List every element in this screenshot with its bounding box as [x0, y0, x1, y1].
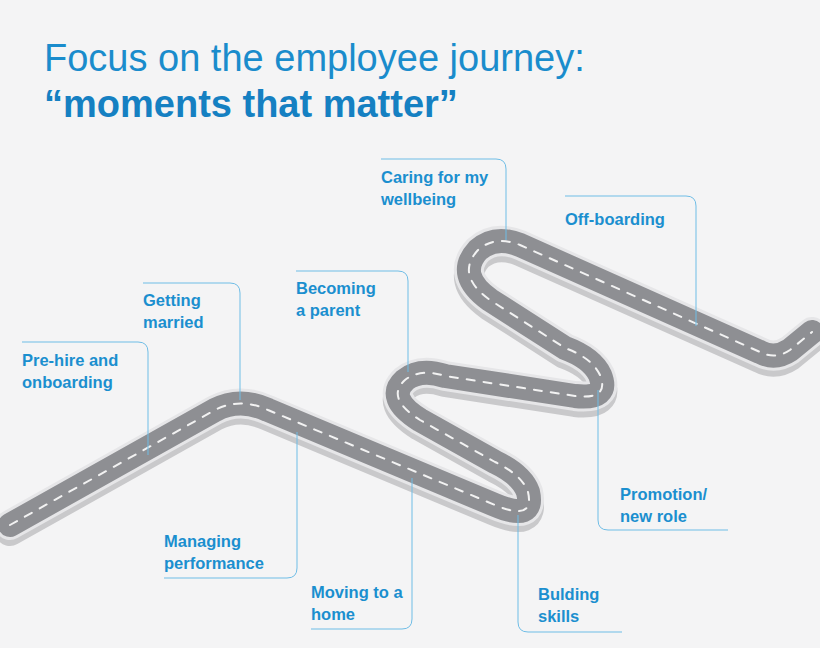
callout-label: Getting married — [143, 289, 235, 333]
callout-label: Promotion/ new role — [620, 483, 725, 527]
leader-line — [22, 342, 148, 455]
leader-line — [565, 196, 696, 326]
callout-label: Bulding skills — [538, 583, 616, 627]
title: Focus on the employee journey: — [44, 36, 585, 80]
callout-label: Becoming a parent — [296, 277, 388, 321]
leader-line — [381, 159, 506, 240]
leader-line — [164, 432, 297, 578]
leader-line — [296, 271, 408, 372]
callout-label: Moving to a home — [311, 581, 403, 625]
subtitle: “moments that matter” — [44, 82, 458, 126]
callout-label: Off-boarding — [565, 208, 695, 230]
leader-line — [143, 283, 240, 400]
callout-label: Pre-hire and onboarding — [22, 349, 147, 393]
road-edge — [10, 241, 812, 525]
road-centre-line — [10, 241, 812, 525]
callout-label: Caring for my wellbeing — [381, 166, 501, 210]
leader-line — [598, 390, 728, 530]
callout-label: Managing performance — [164, 530, 289, 574]
leader-line — [518, 515, 622, 632]
leader-line — [311, 478, 412, 629]
road — [10, 241, 812, 525]
